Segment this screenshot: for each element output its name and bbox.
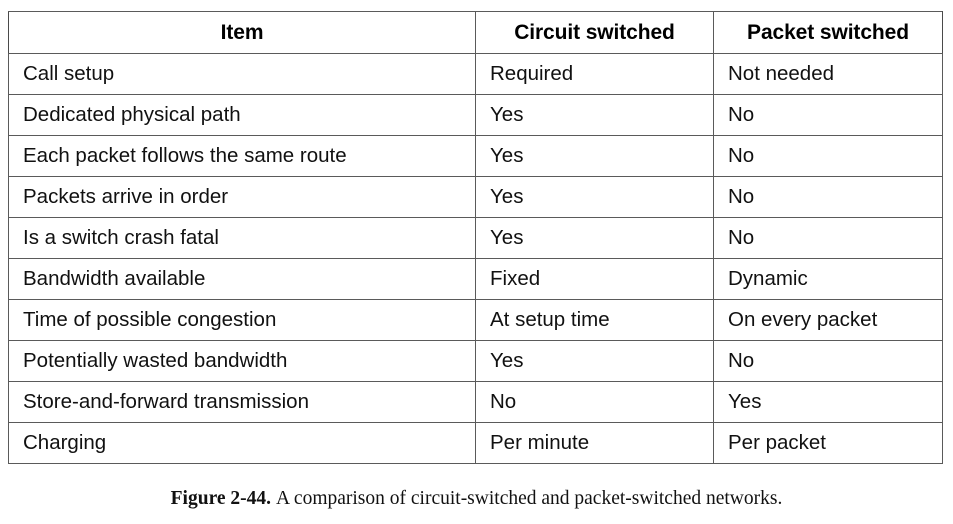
cell-circuit-switched: Fixed [475, 258, 714, 300]
cell-packet-switched: On every packet [713, 299, 943, 341]
cell-packet-switched: No [713, 94, 943, 136]
cell-packet-switched: No [713, 217, 943, 259]
cell-item: Potentially wasted bandwidth [8, 340, 476, 382]
cell-circuit-switched: No [475, 381, 714, 423]
cell-packet-switched: No [713, 135, 943, 177]
cell-packet-switched: No [713, 340, 943, 382]
cell-item: Time of possible congestion [8, 299, 476, 341]
cell-circuit-switched: At setup time [475, 299, 714, 341]
column-header-item: Item [8, 11, 476, 54]
cell-item: Bandwidth available [8, 258, 476, 300]
cell-circuit-switched: Per minute [475, 422, 714, 464]
column-header-packet: Packet switched [713, 11, 943, 54]
figure-caption-label: Figure 2-44. [170, 488, 272, 509]
cell-item: Each packet follows the same route [8, 135, 476, 177]
cell-packet-switched: Yes [713, 381, 943, 423]
cell-circuit-switched: Yes [475, 135, 714, 177]
cell-circuit-switched: Yes [475, 176, 714, 218]
comparison-table-container: Item Circuit switched Packet switched Ca… [8, 11, 943, 464]
cell-circuit-switched: Required [475, 53, 714, 95]
cell-item: Call setup [8, 53, 476, 95]
cell-packet-switched: Per packet [713, 422, 943, 464]
cell-circuit-switched: Yes [475, 217, 714, 259]
comparison-table: Item Circuit switched Packet switched Ca… [8, 11, 943, 464]
cell-circuit-switched: Yes [475, 340, 714, 382]
column-header-circuit: Circuit switched [475, 11, 714, 54]
cell-item: Dedicated physical path [8, 94, 476, 136]
table-header: Item Circuit switched Packet switched [8, 11, 943, 54]
cell-item: Is a switch crash fatal [8, 217, 476, 259]
figure-caption-text: A comparison of circuit-switched and pac… [276, 488, 783, 509]
cell-item: Store-and-forward transmission [8, 381, 476, 423]
cell-item: Packets arrive in order [8, 176, 476, 218]
cell-item: Charging [8, 422, 476, 464]
cell-packet-switched: No [713, 176, 943, 218]
table-header-row: Item Circuit switched Packet switched [8, 11, 943, 54]
cell-circuit-switched: Yes [475, 94, 714, 136]
cell-packet-switched: Not needed [713, 53, 943, 95]
figure-caption: Figure 2-44.A comparison of circuit-swit… [0, 487, 953, 510]
cell-packet-switched: Dynamic [713, 258, 943, 300]
